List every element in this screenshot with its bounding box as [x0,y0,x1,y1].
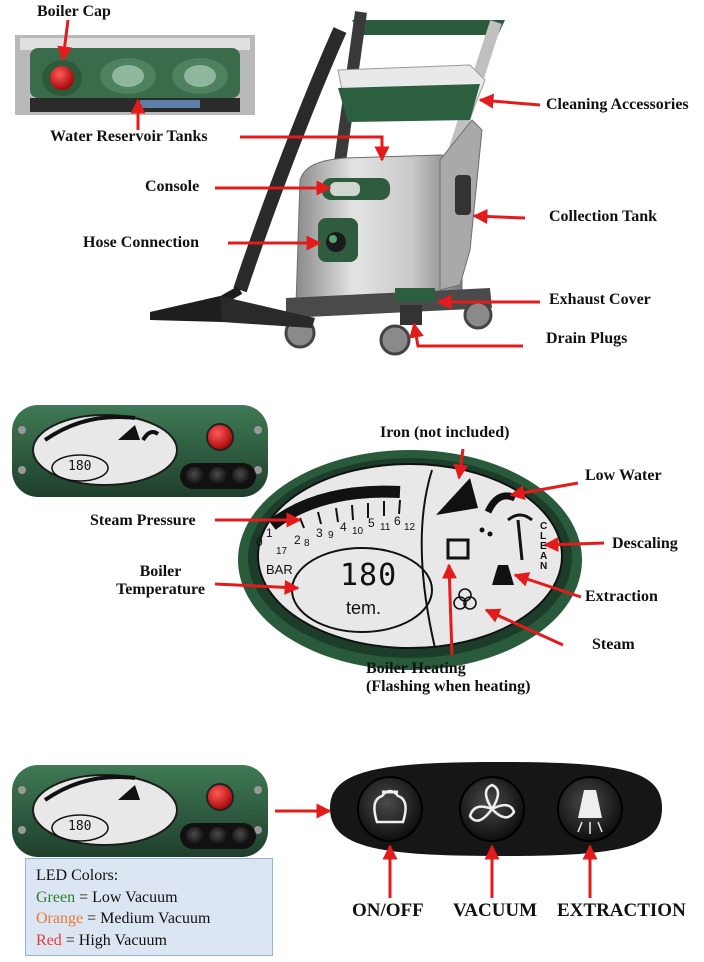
small-console-2: 180 [12,405,268,497]
iron-icon [436,478,478,515]
scale-11: 11 [380,522,391,533]
descaling-icon [507,513,533,561]
scale-1: 1 [266,526,273,540]
label-boiler-cap: Boiler Cap [37,3,111,20]
label-hose-connection: Hose Connection [83,234,199,251]
label-on-off: ON/OFF [352,900,424,921]
label-iron: Iron (not included) [380,424,510,441]
temperature-unit: tem. [346,598,382,618]
legend-item-red: Red = High Vacuum [36,930,262,952]
boiler-heating-line2: (Flashing when heating) [366,678,531,696]
legend-item-orange: Orange = Medium Vacuum [36,908,262,930]
legend-item-green: Green = Low Vacuum [36,887,262,909]
legend-green-meaning: = Low Vacuum [79,888,178,906]
led-legend: LED Colors: Green = Low Vacuum Orange = … [25,858,273,956]
scale-12: 12 [404,522,416,533]
label-drain-plugs: Drain Plugs [546,330,628,347]
svg-text:180: 180 [68,459,91,474]
label-steam: Steam [592,636,635,653]
temperature-value: 180 [340,558,398,593]
label-vacuum: VACUUM [453,900,538,921]
legend-orange-name: Orange [36,910,84,927]
boiler-heating-line1: Boiler Heating [366,660,466,677]
label-steam-pressure: Steam Pressure [90,512,196,529]
display-scale: 0 1 17 2 8 3 9 4 10 5 11 6 12 [256,512,426,557]
label-water-reservoir-tanks: Water Reservoir Tanks [50,128,208,145]
label-extraction: Extraction [585,588,658,605]
label-collection-tank: Collection Tank [549,208,658,225]
scale-6: 6 [394,514,401,528]
legend-green-name: Green [36,888,76,906]
clean-label: CLEAN [540,521,548,572]
on-off-button-icon [357,776,423,842]
label-low-water: Low Water [585,467,662,484]
steam-cleaner-machine [150,11,505,356]
label-descaling: Descaling [612,535,678,552]
small-console-3: 180 [12,765,268,857]
boiler-temperature-line1: Boiler [139,563,182,580]
scale-10: 10 [352,526,364,537]
boiler-cap-inset [15,35,255,115]
extraction-icon [492,565,514,585]
legend-red-meaning: = High Vacuum [65,931,167,949]
svg-text:180: 180 [68,819,91,834]
scale-5: 5 [368,516,375,530]
scale-9: 9 [328,530,334,541]
arrows [57,19,605,898]
large-display [238,450,582,670]
scale-17: 17 [276,546,288,557]
steam-icon [453,588,477,610]
label-boiler-temperature: Boiler Temperature [108,563,213,600]
scale-3: 3 [316,526,323,540]
scale-2: 2 [294,533,301,547]
label-console: Console [145,178,200,195]
label-boiler-heating: Boiler Heating (Flashing when heating) [366,660,530,697]
boiler-cap-icon [50,66,74,90]
scale-8: 8 [304,538,310,549]
legend-orange-meaning: = Medium Vacuum [87,910,211,927]
legend-title: LED Colors: [36,867,119,884]
bar-label: BAR [266,562,293,577]
legend-red-name: Red [36,931,62,949]
boiler-temperature-line2: Temperature [116,581,205,599]
scale-0: 0 [256,535,263,549]
boiler-heating-icon [446,538,470,560]
button-pod [330,762,662,856]
label-cleaning-accessories: Cleaning Accessories [546,96,689,113]
label-extraction-button: EXTRACTION [557,900,686,921]
scale-4: 4 [340,520,347,534]
label-exhaust-cover: Exhaust Cover [549,291,651,308]
